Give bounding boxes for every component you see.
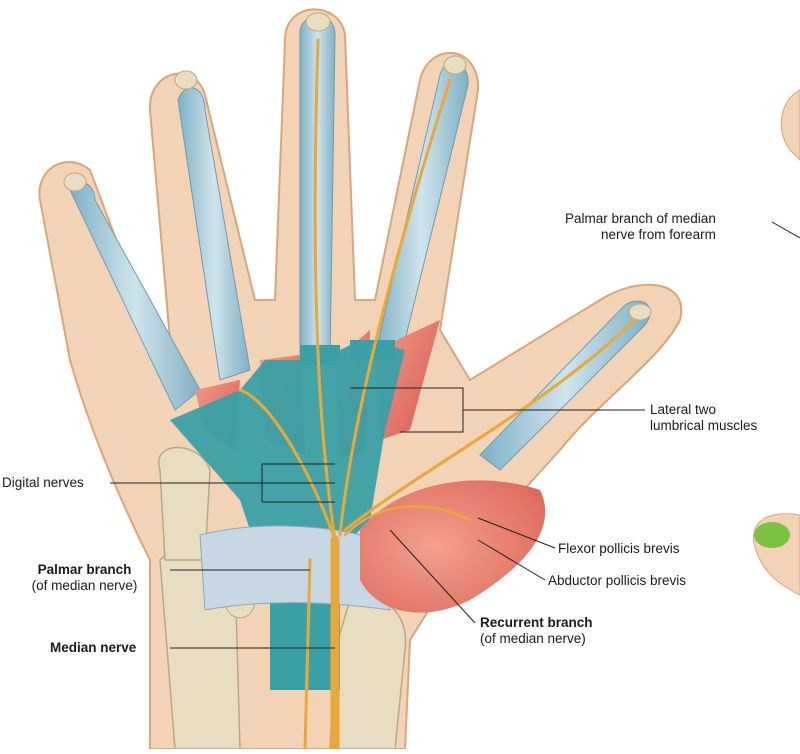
label-lateral-lumbricals-line1: Lateral two xyxy=(650,402,717,417)
label-palmar-branch-title: Palmar branch xyxy=(37,562,132,577)
label-recurrent-branch-title: Recurrent branch xyxy=(480,615,593,630)
label-palmar-branch-forearm-line1: Palmar branch of median xyxy=(565,211,716,226)
label-flexor-pollicis-brevis-text: Flexor pollicis brevis xyxy=(558,541,680,556)
label-lateral-lumbricals: Lateral two lumbrical muscles xyxy=(650,402,757,434)
label-recurrent-branch-sub: (of median nerve) xyxy=(480,631,586,646)
label-palmar-branch: Palmar branch (of median nerve) xyxy=(2,562,167,594)
label-lateral-lumbricals-line2: lumbrical muscles xyxy=(650,418,758,433)
leader-lines xyxy=(110,221,800,649)
label-recurrent-branch: Recurrent branch (of median nerve) xyxy=(480,615,593,647)
label-palmar-branch-forearm: Palmar branch of median nerve from forea… xyxy=(565,211,716,243)
label-abductor-pollicis-brevis-text: Abductor pollicis brevis xyxy=(548,573,687,588)
label-palmar-branch-forearm-line2: nerve from forearm xyxy=(601,227,716,242)
carpal-ligament xyxy=(199,525,391,611)
thenar-muscles xyxy=(360,480,546,613)
label-abductor-pollicis-brevis: Abductor pollicis brevis xyxy=(548,573,686,589)
label-flexor-pollicis-brevis: Flexor pollicis brevis xyxy=(558,541,680,557)
fingertip-bones xyxy=(63,12,652,321)
nerves xyxy=(238,38,637,754)
label-digital-nerves: Digital nerves xyxy=(2,475,84,491)
label-palmar-branch-sub: (of median nerve) xyxy=(31,578,138,593)
label-median-nerve: Median nerve xyxy=(50,640,136,656)
label-digital-nerves-text: Digital nerves xyxy=(2,475,84,490)
label-median-nerve-title: Median nerve xyxy=(50,640,137,655)
mini-hand-thumbnail xyxy=(753,89,800,596)
tendon-sheaths xyxy=(69,15,651,471)
